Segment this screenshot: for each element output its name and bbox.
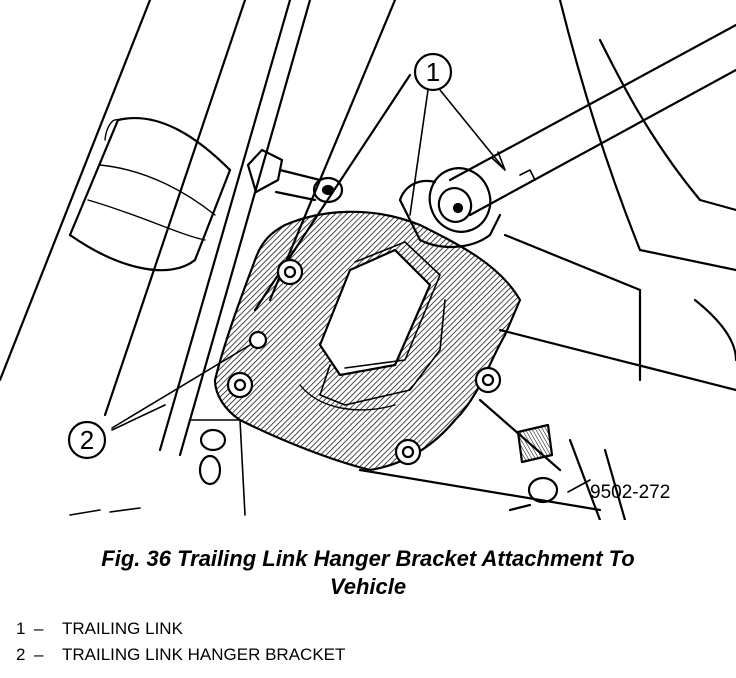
callout-2: 2 [67, 420, 107, 460]
hanger-bracket [213, 210, 522, 472]
legend-item-number: 1 [16, 619, 26, 638]
legend-item-dash: – [34, 645, 44, 664]
legend-item-dash: – [34, 619, 44, 638]
clip-arm [246, 148, 344, 204]
legend-item: 2 – TRAILING LINK HANGER BRACKET [16, 642, 345, 668]
callout-2-number: 2 [80, 425, 94, 455]
legend-item: 1 – TRAILING LINK [16, 616, 345, 642]
caption-line-2: Vehicle [329, 574, 407, 599]
trailing-link [398, 23, 736, 249]
figure-caption: Fig. 36 Trailing Link Hanger Bracket Att… [0, 545, 736, 601]
caption-line-1: Fig. 36 Trailing Link Hanger Bracket Att… [101, 546, 635, 571]
callout-1-number: 1 [426, 57, 440, 87]
figure-code: 9502-272 [590, 482, 670, 503]
callout-1: 1 [413, 52, 453, 92]
body-panel [358, 0, 736, 520]
legend-item-number: 2 [16, 645, 26, 664]
legend-item-label: TRAILING LINK [62, 619, 183, 638]
lower-details [69, 419, 559, 516]
legend-item-label: TRAILING LINK HANGER BRACKET [62, 645, 346, 664]
frame-tube [0, 0, 247, 417]
leader-lines [111, 89, 591, 493]
bracket-bolts [226, 258, 502, 466]
legend: 1 – TRAILING LINK 2 – TRAILING LINK HANG… [16, 616, 345, 668]
illustration: 1 2 9502-272 [0, 0, 736, 520]
